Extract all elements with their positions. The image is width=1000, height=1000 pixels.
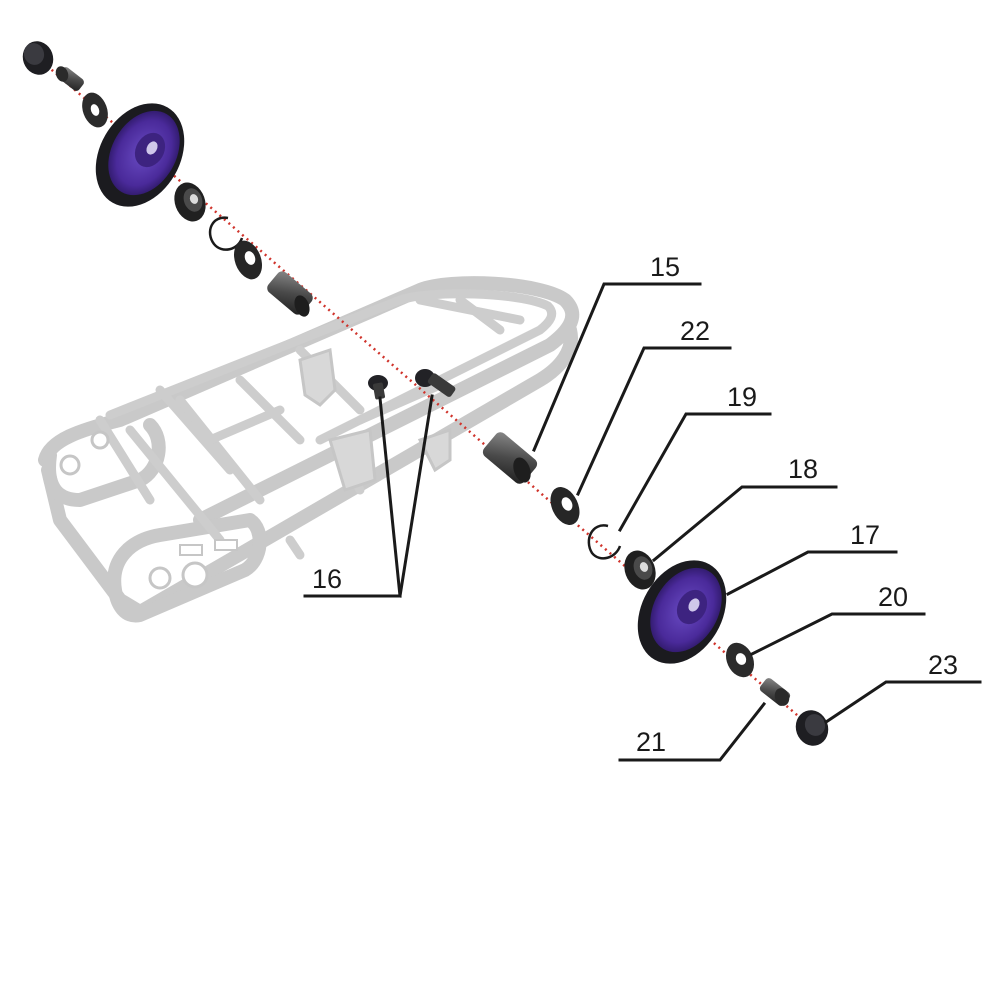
left-wheel (95, 103, 185, 207)
part-18-bearing (624, 550, 656, 590)
chassis-frame (38, 276, 580, 623)
callout-label-16: 16 (312, 564, 342, 594)
part-20-washer (725, 642, 755, 678)
callout-23: 23 (823, 650, 982, 725)
callout-17: 17 (725, 520, 898, 597)
callout-16: 16 (303, 394, 434, 598)
left-bearing (174, 182, 206, 222)
left-end-cap (22, 41, 54, 75)
frame-bolt-1 (368, 375, 388, 400)
callout-21: 21 (618, 701, 767, 762)
callout-20: 20 (749, 582, 926, 657)
callout-label-18: 18 (788, 454, 818, 484)
part-22-washer (550, 487, 580, 525)
part-15-sleeve (482, 432, 538, 484)
left-bolt (55, 66, 84, 91)
callout-22: 22 (576, 316, 732, 496)
callout-label-20: 20 (878, 582, 908, 612)
left-washer (82, 92, 108, 128)
callout-label-23: 23 (928, 650, 958, 680)
frame-bolt-2 (415, 369, 456, 397)
callout-label-21: 21 (636, 727, 666, 757)
callout-15: 15 (532, 252, 702, 452)
callout-label-15: 15 (650, 252, 680, 282)
callout-18: 18 (651, 454, 838, 563)
part-21-bolt (759, 678, 791, 706)
part-23-end-cap (795, 710, 829, 746)
part-17-wheel (637, 560, 727, 664)
left-sleeve (267, 271, 313, 317)
callout-label-17: 17 (850, 520, 880, 550)
left-spacer-washer (233, 240, 263, 280)
callout-label-22: 22 (680, 316, 710, 346)
part-19-circlip (587, 524, 622, 560)
callout-label-19: 19 (727, 382, 757, 412)
callout-19: 19 (617, 382, 772, 533)
